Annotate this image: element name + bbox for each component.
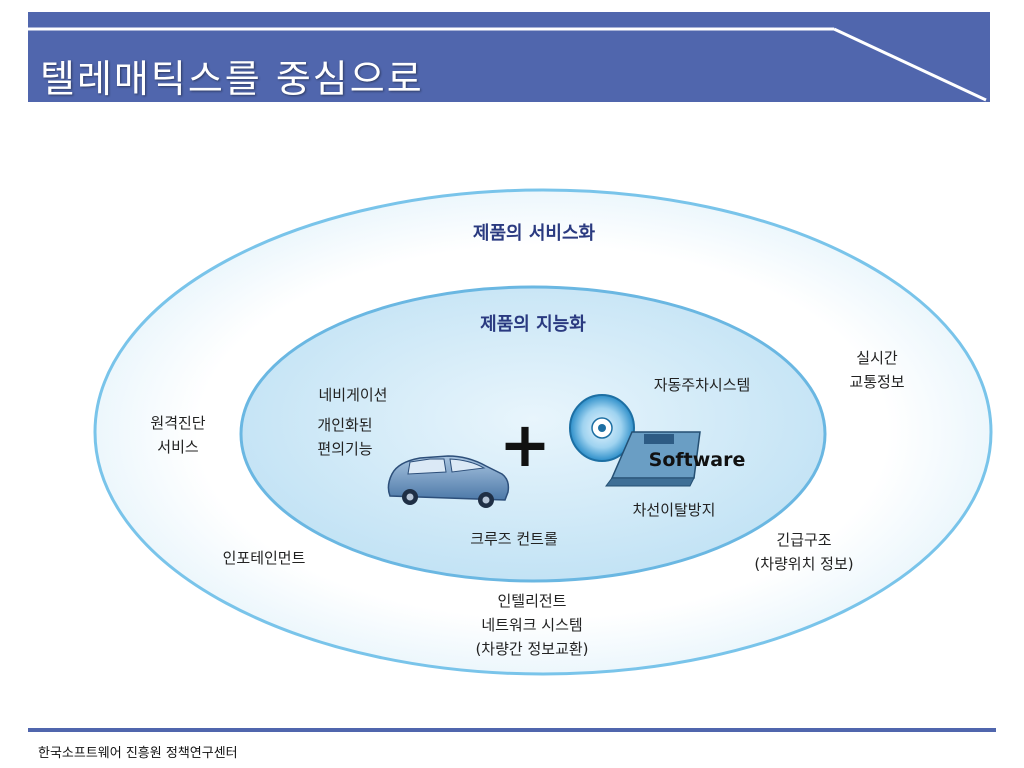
- inner-title: 제품의 지능화: [480, 314, 586, 335]
- item-cruise-control: 크루즈 컨트롤: [470, 530, 558, 548]
- item-emergency-1: 긴급구조: [776, 531, 831, 549]
- footer-credit: 한국소프트웨어 진흥원 정책연구센터: [38, 746, 238, 761]
- inner-ring: [239, 285, 827, 583]
- item-personalized-2: 편의기능: [317, 440, 372, 458]
- header-bar: [28, 12, 990, 102]
- item-realtime-traffic-1: 실시간: [856, 349, 898, 367]
- item-realtime-traffic-2: 교통정보: [849, 373, 904, 391]
- item-network-2: 네트워크 시스템: [481, 616, 582, 634]
- item-network-3: (차량간 정보교환): [475, 640, 588, 658]
- item-auto-parking: 자동주차시스템: [654, 376, 751, 394]
- item-emergency-2: (차량위치 정보): [754, 555, 853, 573]
- item-network-1: 인텔리전트: [497, 592, 566, 610]
- concentric-diagram: 제품의 서비스화 제품의 지능화 네비게이션 개인화된 편의기능 자동주차시스템…: [93, 188, 993, 676]
- item-remote-diagnostics-2: 서비스: [157, 438, 199, 456]
- item-lane-departure: 차선이탈방지: [633, 501, 716, 519]
- item-navigation: 네비게이션: [318, 386, 387, 404]
- header-decoration: [28, 27, 987, 102]
- floppy-disk-icon: [605, 431, 701, 487]
- plus-icon: +: [499, 408, 551, 481]
- item-remote-diagnostics-1: 원격진단: [150, 414, 205, 432]
- footer-divider: [28, 728, 996, 732]
- outer-title: 제품의 서비스화: [473, 223, 596, 244]
- car-icon: [387, 455, 510, 508]
- cd-disc-icon: [569, 394, 635, 462]
- page-title: 텔레매틱스를 중심으로: [40, 57, 424, 101]
- item-infotainment: 인포테인먼트: [223, 549, 306, 567]
- software-label: Software: [649, 449, 746, 471]
- item-personalized-1: 개인화된: [317, 416, 372, 434]
